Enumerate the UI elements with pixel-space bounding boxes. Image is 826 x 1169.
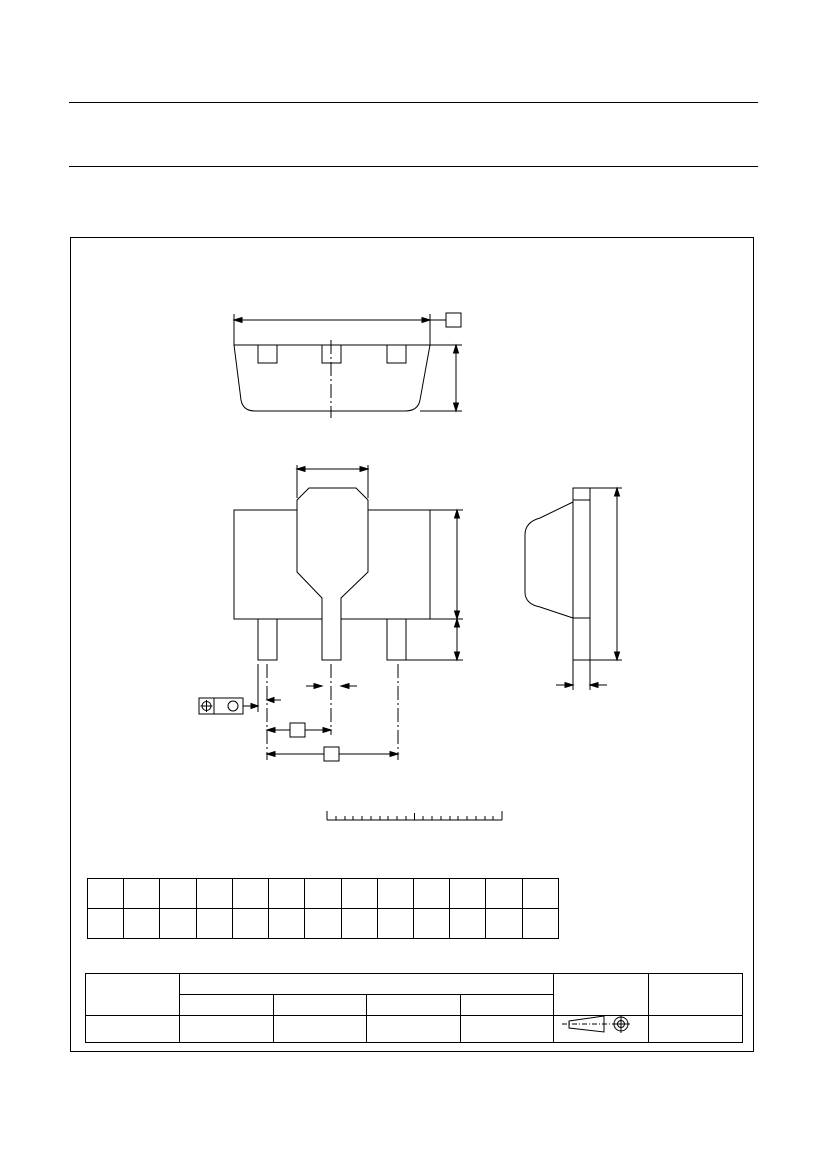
table-row <box>86 994 743 1016</box>
datum-box-e1 <box>323 746 340 762</box>
table-cell <box>412 908 451 939</box>
table-cell <box>159 908 197 939</box>
dim-side-arrow-top <box>613 486 621 497</box>
header-rule-bottom <box>69 166 758 167</box>
table-cell <box>412 878 451 909</box>
table-cell <box>376 908 414 939</box>
dim-span-arrow-left <box>265 750 276 758</box>
mmc-circle-icon <box>227 700 239 712</box>
table-cell <box>304 878 342 909</box>
top-view <box>232 312 462 418</box>
dim-lead-width-arrow-right <box>339 682 350 690</box>
dim-pitch-arrow-right <box>322 726 333 734</box>
tolerance-leader-arrow <box>250 702 260 710</box>
table-cell <box>521 908 560 939</box>
heatsink-tab <box>296 487 369 661</box>
table-cell <box>376 878 414 909</box>
issue-date-cell <box>648 1015 743 1043</box>
lead-right <box>386 618 407 661</box>
reference-cell <box>460 1015 554 1043</box>
outline-version-cell <box>85 1015 180 1043</box>
dim-width-arrow-right <box>421 316 432 324</box>
side-view-tab <box>572 487 591 661</box>
reference-header-cell <box>366 994 461 1016</box>
table-row <box>86 908 560 939</box>
reference-header-cell <box>460 994 554 1016</box>
table-cell <box>268 878 306 909</box>
dim-lead-arrow-bottom <box>453 651 461 662</box>
table-cell <box>195 878 233 909</box>
header-rule-top <box>69 102 758 103</box>
datum-box-a <box>445 312 462 328</box>
dim-width-arrow-left <box>232 316 243 324</box>
table-cell <box>485 878 523 909</box>
table-cell <box>159 878 197 909</box>
table-cell <box>86 908 125 939</box>
dim-tab-arrow-right <box>359 465 370 473</box>
dim-pitch-tick-arrow <box>265 696 275 704</box>
dim-span-arrow-right <box>389 750 400 758</box>
table-cell <box>195 908 233 939</box>
front-view <box>198 465 463 762</box>
table-cell <box>231 908 270 939</box>
lead-left <box>257 618 278 661</box>
issue-date-header <box>648 973 743 1016</box>
dim-height-arrow-bottom <box>452 402 460 413</box>
dim-pitch-arrow-left <box>265 726 276 734</box>
table-cell <box>304 908 342 939</box>
side-view <box>524 486 622 690</box>
dim-body-arrow-bottom <box>453 610 461 621</box>
table-cell <box>86 878 125 909</box>
table-cell <box>449 908 487 939</box>
table-cell <box>123 908 161 939</box>
reference-header-cell <box>179 994 274 1016</box>
dim-lead-arrow-top <box>453 617 461 628</box>
lead-stub-left <box>257 344 278 364</box>
outline-version-header <box>85 973 180 1016</box>
dim-thick-arrow-left <box>564 681 575 689</box>
top-view-body <box>233 344 431 412</box>
package-outline-frame <box>70 237 754 1052</box>
table-cell <box>485 908 523 939</box>
reference-header-cell <box>273 994 367 1016</box>
dim-thick-arrow-right <box>588 681 599 689</box>
table-cell <box>340 908 378 939</box>
dimension-table <box>86 878 560 939</box>
position-tolerance-icon <box>200 700 213 712</box>
title-block-table <box>85 973 743 1043</box>
lead-stub-right <box>386 344 407 364</box>
table-row <box>85 973 743 1016</box>
projection-symbol-cell <box>553 1015 649 1043</box>
table-row <box>86 878 560 909</box>
scale-bar <box>326 811 503 821</box>
references-header <box>179 973 554 995</box>
table-cell <box>449 878 487 909</box>
table-cell <box>521 878 560 909</box>
side-view-body <box>524 501 574 619</box>
table-cell <box>123 878 161 909</box>
european-projection-header <box>553 973 649 1016</box>
reference-cell <box>366 1015 461 1043</box>
dim-height-arrow-top <box>452 343 460 354</box>
table-cell <box>268 908 306 939</box>
datum-box-e <box>289 722 306 738</box>
dim-tab-arrow-left <box>295 465 306 473</box>
table-cell <box>231 878 270 909</box>
dim-side-arrow-bottom <box>613 651 621 662</box>
dim-lead-width-arrow-left <box>313 682 324 690</box>
dim-body-arrow-top <box>453 508 461 519</box>
table-cell <box>340 878 378 909</box>
table-row <box>85 1015 743 1043</box>
reference-cell <box>273 1015 367 1043</box>
reference-cell <box>179 1015 274 1043</box>
